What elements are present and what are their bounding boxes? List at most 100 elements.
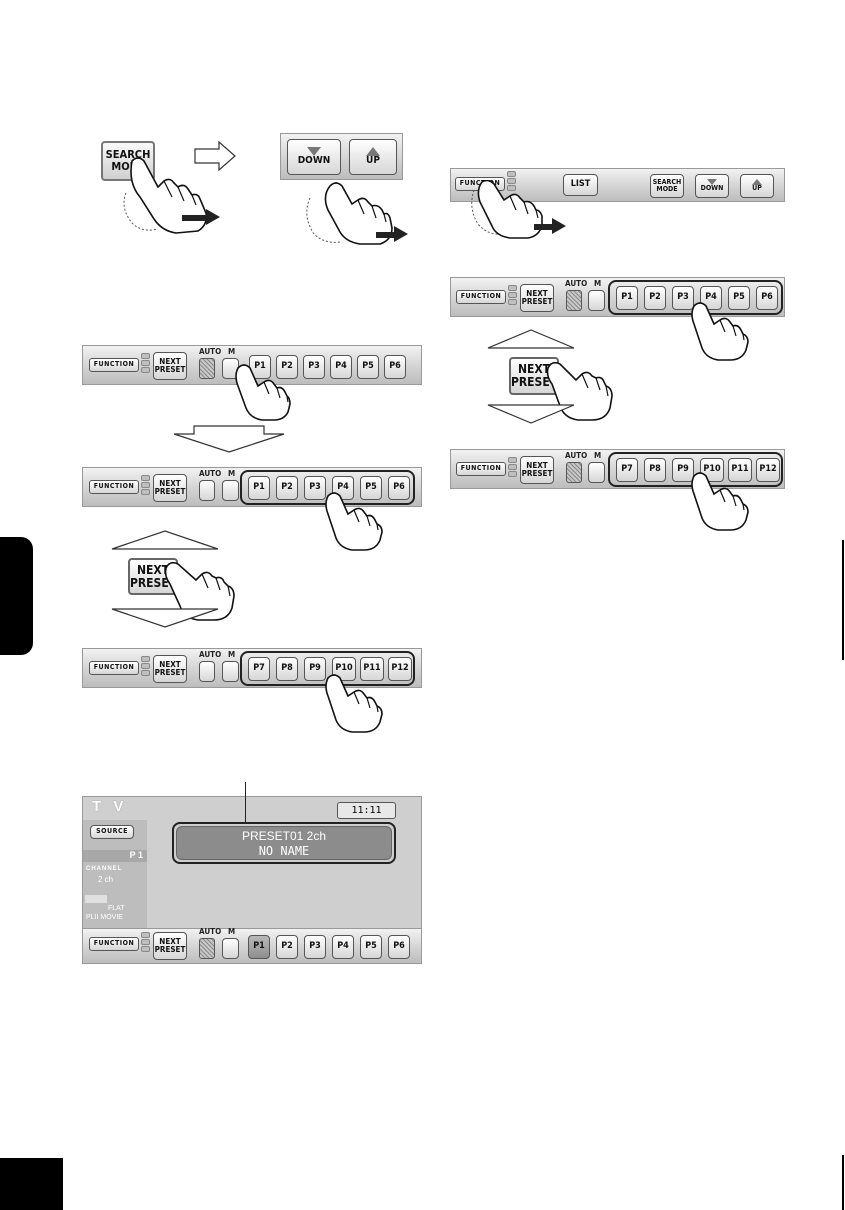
down-label: DOWN <box>297 155 331 167</box>
arrow-down-outline-icon <box>111 608 219 628</box>
preset-button-p3[interactable]: P3 <box>304 476 326 500</box>
m-label: M <box>594 451 602 460</box>
memory-button[interactable] <box>222 661 239 682</box>
function-button[interactable]: FUNCTION <box>89 661 139 675</box>
function-button[interactable]: FUNCTION <box>89 358 139 372</box>
sound-mode-label: FLAT <box>108 905 125 912</box>
up-label: UP <box>366 155 380 167</box>
arrow-right-outline-icon <box>194 141 236 171</box>
memory-button[interactable] <box>222 480 239 501</box>
source-button[interactable]: SOURCE <box>90 825 134 839</box>
auto-label: AUTO <box>199 347 222 356</box>
auto-indicator <box>199 938 215 959</box>
preset-button-p1[interactable]: P1 <box>248 476 270 500</box>
memory-button[interactable] <box>588 462 605 483</box>
preset-button-p9[interactable]: P9 <box>672 458 694 482</box>
preset-button-p5[interactable]: P5 <box>360 935 382 959</box>
preset-button-p1[interactable]: P1 <box>248 935 270 959</box>
search-mode-button[interactable]: SEARCH MODE <box>650 174 684 198</box>
function-button[interactable]: FUNCTION <box>89 480 139 494</box>
indicator-dots <box>507 171 516 192</box>
arrow-down-outline-icon <box>487 404 575 424</box>
indicator-dots <box>508 285 517 306</box>
page-side-tab <box>0 537 33 655</box>
auto-indicator <box>566 290 582 311</box>
preset-button-p8[interactable]: P8 <box>644 458 666 482</box>
preset-name-display: PRESET01 2ch NO NAME <box>176 826 392 860</box>
indicator-dots <box>508 457 517 478</box>
preset-button-p3[interactable]: P3 <box>304 935 326 959</box>
pressing-hand-icon <box>691 472 749 531</box>
next-preset-button[interactable]: NEXT PRESET <box>520 284 554 312</box>
auto-indicator <box>566 462 582 483</box>
m-label: M <box>228 347 236 356</box>
next-preset-button[interactable]: NEXT PRESET <box>153 932 187 960</box>
m-label: M <box>594 279 602 288</box>
next-preset-button[interactable]: NEXT PRESET <box>520 456 554 484</box>
preset-button-p5[interactable]: P5 <box>728 286 750 310</box>
indicator-dots <box>141 475 150 496</box>
preset-button-p4[interactable]: P4 <box>330 355 352 379</box>
preset-button-p12[interactable]: P12 <box>756 458 780 482</box>
auto-indicator <box>199 358 215 379</box>
auto-label: AUTO <box>199 927 222 936</box>
preset-button-p2[interactable]: P2 <box>644 286 666 310</box>
indicator-dots <box>141 353 150 374</box>
triangle-up-icon <box>366 147 380 157</box>
up-button[interactable]: UP <box>349 139 397 175</box>
channel-label: CHANNEL <box>86 866 123 872</box>
pressing-hand-icon <box>306 182 408 245</box>
function-button[interactable]: FUNCTION <box>456 290 506 304</box>
pressing-hand-icon <box>164 561 235 621</box>
preset-button-p5[interactable]: P5 <box>360 476 382 500</box>
level-bar <box>85 895 107 903</box>
preset-button-p12[interactable]: P12 <box>388 657 412 681</box>
memory-button[interactable] <box>588 290 605 311</box>
next-preset-button[interactable]: NEXT PRESET <box>153 655 187 683</box>
triangle-down-icon <box>707 179 717 186</box>
search-mode-button[interactable]: SEARCH MODE <box>101 141 155 181</box>
auto-button[interactable] <box>199 480 215 501</box>
preset-button-p2[interactable]: P2 <box>276 935 298 959</box>
preset-button-p7[interactable]: P7 <box>248 657 270 681</box>
preset-button-p6[interactable]: P6 <box>756 286 778 310</box>
preset-button-p6[interactable]: P6 <box>388 476 410 500</box>
clock-display: 11:11 <box>337 802 396 819</box>
preset-button-p7[interactable]: P7 <box>616 458 638 482</box>
preset-button-p3[interactable]: P3 <box>303 355 325 379</box>
preset-button-p11[interactable]: P11 <box>728 458 752 482</box>
up-button[interactable]: UP <box>740 174 774 198</box>
preset-button-p4[interactable]: P4 <box>700 286 722 310</box>
preset-button-p9[interactable]: P9 <box>304 657 326 681</box>
next-preset-button[interactable]: NEXT PRESET <box>153 352 187 380</box>
memory-button[interactable] <box>222 938 239 959</box>
preset-button-p5[interactable]: P5 <box>357 355 379 379</box>
display-line-2: NO NAME <box>258 844 310 858</box>
pressing-hand-icon <box>123 157 220 234</box>
next-preset-button[interactable]: NEXT PRESET <box>153 474 187 502</box>
preset-button-p10[interactable]: P10 <box>332 657 356 681</box>
display-line-1: PRESET01 2ch <box>241 829 327 843</box>
auto-label: AUTO <box>565 279 588 288</box>
down-button[interactable]: DOWN <box>287 139 341 175</box>
auto-label: AUTO <box>199 469 222 478</box>
function-button[interactable]: FUNCTION <box>89 937 139 951</box>
preset-button-p11[interactable]: P11 <box>360 657 384 681</box>
function-button[interactable]: FUNCTION <box>456 462 506 476</box>
m-label: M <box>228 650 236 659</box>
display-outline <box>172 822 396 864</box>
preset-button-p3[interactable]: P3 <box>672 286 694 310</box>
preset-button-p8[interactable]: P8 <box>276 657 298 681</box>
down-button[interactable]: DOWN <box>695 174 729 198</box>
m-label: M <box>228 469 236 478</box>
preset-button-p2[interactable]: P2 <box>276 355 298 379</box>
preset-button-p6[interactable]: P6 <box>384 355 406 379</box>
preset-button-p1[interactable]: P1 <box>616 286 638 310</box>
surround-mode-label: PLII MOVIE <box>86 914 123 921</box>
list-button[interactable]: LIST <box>563 174 598 196</box>
auto-button[interactable] <box>199 661 215 682</box>
preset-button-p6[interactable]: P6 <box>388 935 410 959</box>
preset-button-p2[interactable]: P2 <box>276 476 298 500</box>
preset-button-p4[interactable]: P4 <box>332 935 354 959</box>
m-label: M <box>228 927 236 936</box>
